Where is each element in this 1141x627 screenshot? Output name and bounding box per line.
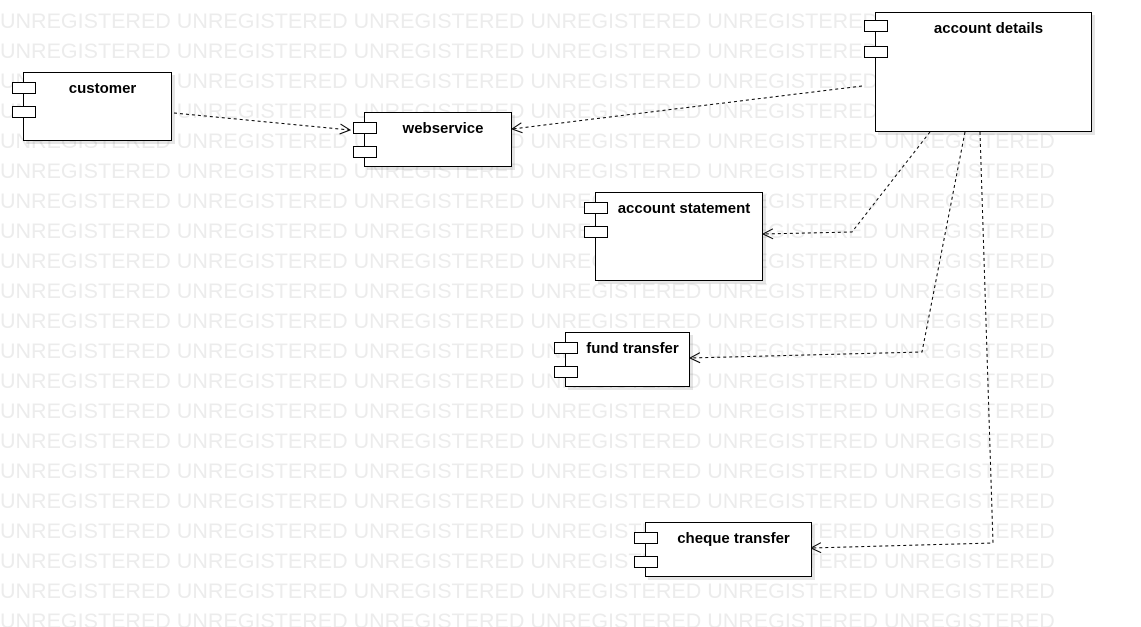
- component-label: fund transfer: [586, 340, 679, 357]
- component-port-icon: [353, 146, 377, 158]
- component-label: account details: [933, 20, 1044, 37]
- component-label: webservice: [402, 120, 484, 137]
- component-customer[interactable]: customer: [12, 72, 172, 141]
- component-port-icon: [634, 532, 658, 544]
- component-cheque-transfer[interactable]: cheque transfer: [634, 522, 812, 577]
- component-port-icon: [554, 342, 578, 354]
- component-port-icon: [353, 122, 377, 134]
- edge-account-details-to-cheque-transfer: [811, 131, 994, 548]
- component-webservice[interactable]: webservice: [353, 112, 512, 167]
- component-port-icon: [864, 20, 888, 32]
- component-port-icon: [12, 82, 36, 94]
- edge-account-details-to-fund-transfer: [690, 131, 966, 358]
- component-port-icon: [584, 202, 608, 214]
- component-label: account statement: [617, 200, 751, 217]
- edge-account-details-to-webservice: [512, 85, 863, 129]
- component-port-icon: [634, 556, 658, 568]
- component-label: customer: [68, 80, 137, 97]
- component-port-icon: [584, 226, 608, 238]
- component-fund-transfer[interactable]: fund transfer: [554, 332, 690, 387]
- component-port-icon: [864, 46, 888, 58]
- edge-account-details-to-account-statement: [763, 131, 931, 234]
- component-port-icon: [12, 106, 36, 118]
- component-account-details[interactable]: account details: [864, 12, 1092, 132]
- component-port-icon: [554, 366, 578, 378]
- component-label: cheque transfer: [677, 530, 790, 547]
- component-account-statement[interactable]: account statement: [584, 192, 763, 281]
- edge-customer-to-webservice: [173, 112, 350, 130]
